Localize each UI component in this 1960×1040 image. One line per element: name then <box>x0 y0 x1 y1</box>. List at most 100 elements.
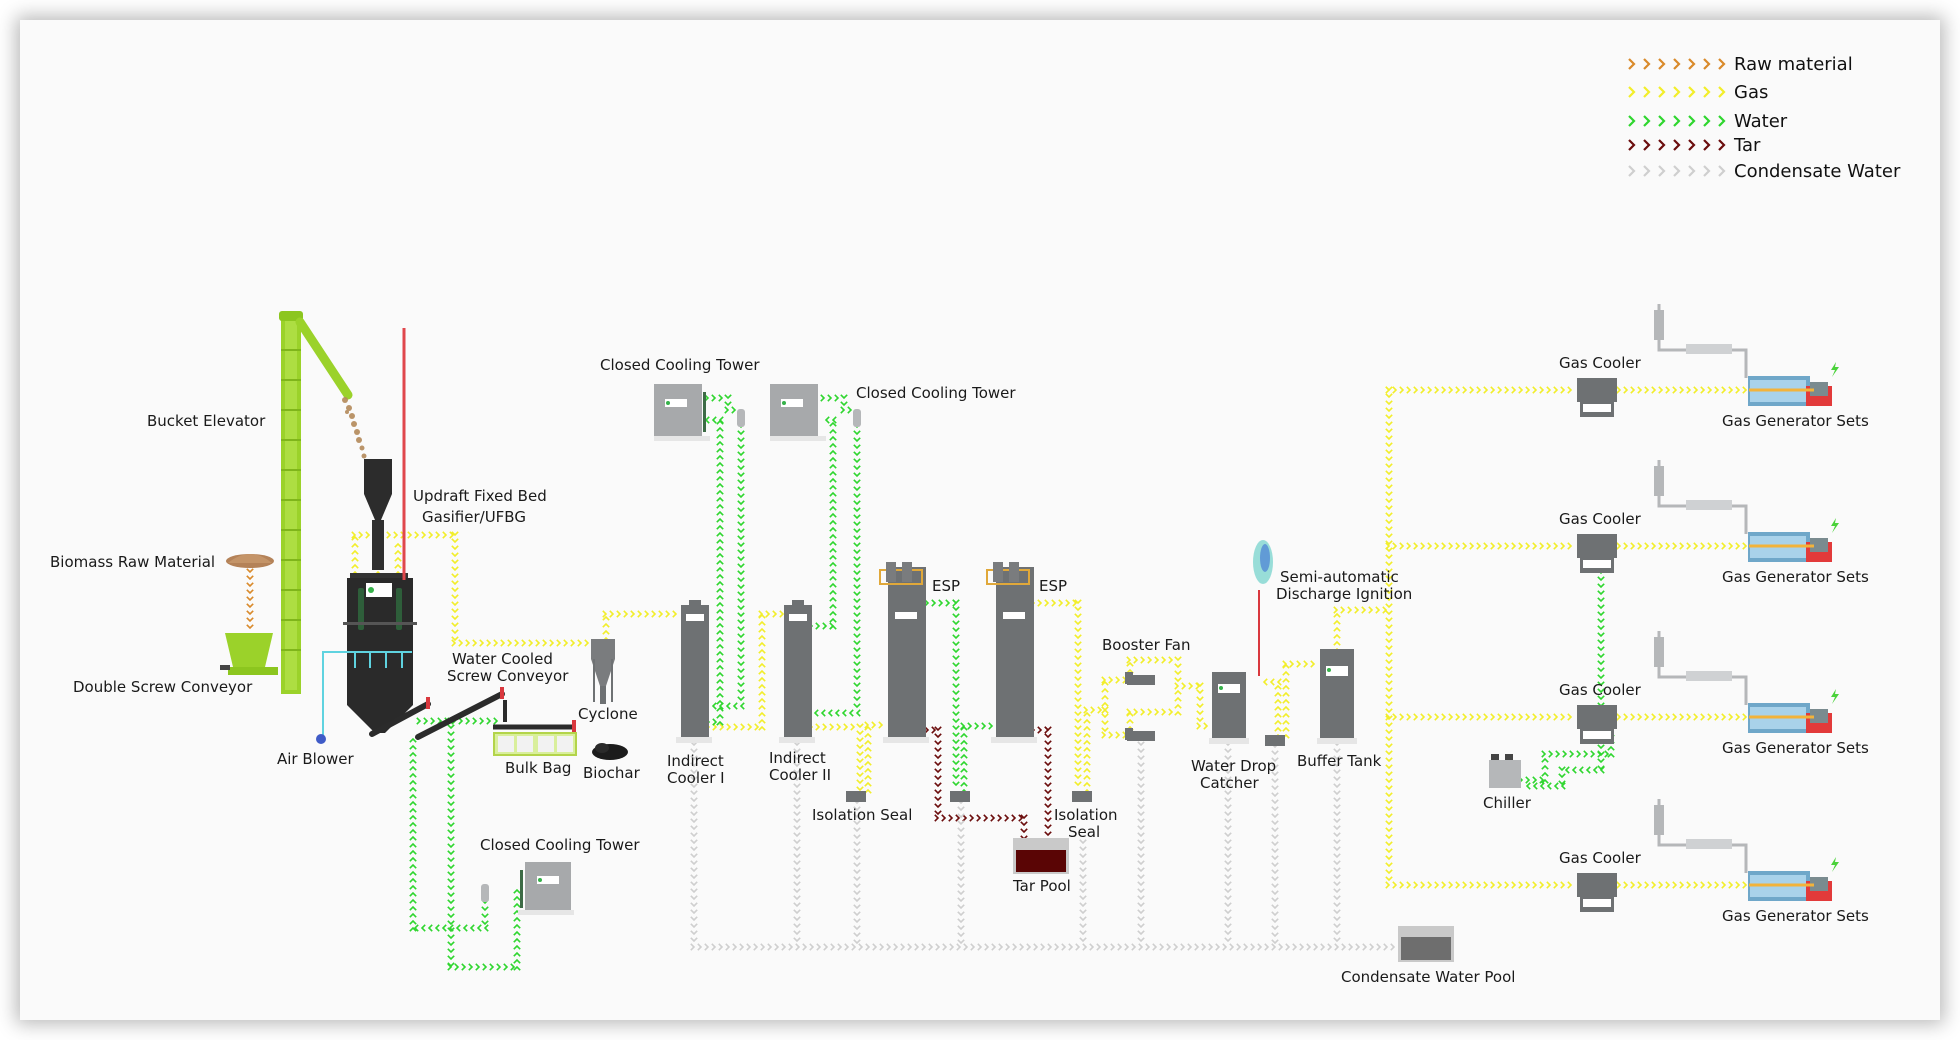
legend-arrows-gas <box>1628 86 1726 98</box>
isolation-seal-2[interactable] <box>1072 791 1092 802</box>
cyclone[interactable] <box>591 639 615 704</box>
legend-arrows-raw-material <box>1628 58 1726 70</box>
gas-cooler-1[interactable] <box>1577 378 1617 417</box>
generator-row-4: Gas Cooler Gas Generator Sets <box>1559 799 1869 925</box>
flow-tar-esp2 <box>1030 726 1052 844</box>
pump-2 <box>853 409 861 427</box>
flow-water-esp2 <box>960 722 994 794</box>
double-screw-conveyor[interactable] <box>220 633 278 675</box>
flow-gas-buffer-out <box>1333 606 1388 653</box>
flow-gas-to-cooler2 <box>705 610 785 731</box>
pyrogreen-logo-icon <box>368 587 374 593</box>
flow-gas-to-cooler-1 <box>1385 386 1573 394</box>
closed-cooling-tower-3[interactable] <box>518 862 574 915</box>
esp-1[interactable] <box>879 562 929 743</box>
exhaust-pipe-3 <box>1654 631 1748 705</box>
power-bolt-icon <box>1831 518 1839 533</box>
closed-cooling-tower-1[interactable] <box>654 384 710 441</box>
flow-water-esp1 <box>924 599 960 787</box>
isolation-seal-1[interactable] <box>846 791 866 802</box>
flow-gas-header <box>1385 386 1393 882</box>
closed-cooling-tower-2[interactable] <box>770 384 826 441</box>
gas-generator-set-1[interactable] <box>1748 362 1839 406</box>
flow-gas-to-buffer <box>1282 660 1316 739</box>
updraft-gasifier[interactable] <box>343 459 417 733</box>
flow-water-up-left <box>409 737 417 932</box>
label-esp-2: ESP <box>1039 577 1067 595</box>
exhaust-pipe-4 <box>1654 799 1748 873</box>
label-gasifier-line1: Updraft Fixed Bed <box>413 487 547 505</box>
booster-fan-2[interactable] <box>1125 728 1155 741</box>
flow-gas-to-fan1 <box>1083 676 1128 794</box>
label-water-cooled-line2: Screw Conveyor <box>447 667 569 685</box>
pump-3 <box>481 884 489 902</box>
label-water-drop-catcher-line2: Catcher <box>1200 774 1260 792</box>
exhaust-pipe-2 <box>1654 460 1748 534</box>
legend-label-condensate-water: Condensate Water <box>1734 161 1901 182</box>
flow-gas-fan2-out <box>1126 689 1182 731</box>
exhaust-pipe-1 <box>1654 304 1748 378</box>
biomass-pile <box>226 554 274 568</box>
generator-row-2: Gas Cooler Gas Generator Sets <box>1559 460 1869 586</box>
gas-generator-set-3[interactable] <box>1748 689 1839 733</box>
power-bolt-icon <box>1831 689 1839 704</box>
flow-gas-catcher-to-ignition <box>1262 678 1282 739</box>
label-chiller: Chiller <box>1483 794 1532 812</box>
pump-1 <box>737 409 745 427</box>
flow-condensate-drop-5 <box>1079 839 1087 943</box>
bucket-elevator[interactable] <box>279 311 367 694</box>
flow-condensate-drop-3 <box>853 799 861 945</box>
flow-water-chiller-in <box>1518 731 1615 784</box>
indirect-cooler-2[interactable] <box>779 600 815 743</box>
water-cooled-screw-conveyor[interactable] <box>369 687 576 740</box>
chiller[interactable] <box>1489 754 1521 788</box>
gas-generator-set-2[interactable] <box>1748 518 1839 562</box>
flow-water-cct1-out <box>704 394 737 414</box>
label-water-cooled-line1: Water Cooled <box>452 650 553 668</box>
flow-water-cct2-out <box>820 394 853 414</box>
tar-pool[interactable] <box>1013 838 1069 874</box>
label-gas-cooler-1: Gas Cooler <box>1559 354 1642 372</box>
indirect-cooler-1[interactable] <box>676 600 712 743</box>
power-bolt-icon <box>1831 857 1839 872</box>
water-drop-catcher[interactable] <box>1209 672 1249 744</box>
flow-condensate-drop-6 <box>1137 741 1145 943</box>
booster-fan-1[interactable] <box>1125 672 1155 685</box>
flow-water-cct2-down <box>813 423 861 717</box>
label-gas-generator-sets-1: Gas Generator Sets <box>1722 412 1869 430</box>
label-water-drop-catcher-line1: Water Drop <box>1191 757 1276 775</box>
label-ignition-line1: Semi-automatic <box>1280 568 1399 586</box>
air-blower[interactable] <box>316 734 326 744</box>
flow-gas-to-genset-1 <box>1616 386 1748 394</box>
generator-row-1: Gas Cooler Gas Generator Sets <box>1559 304 1869 430</box>
esp-2[interactable] <box>986 562 1037 743</box>
gas-cooler-4[interactable] <box>1577 873 1617 912</box>
flow-raw-material <box>246 568 254 630</box>
flow-condensate-drop-7 <box>1224 741 1232 943</box>
bulk-bags[interactable] <box>493 732 577 756</box>
label-closed-cooling-tower-1: Closed Cooling Tower <box>600 356 760 374</box>
label-booster-fan: Booster Fan <box>1102 636 1190 654</box>
flow-gas-to-genset-4 <box>1616 881 1748 889</box>
label-isolation-seal-2-line1: Isolation <box>1054 806 1118 824</box>
label-cyclone: Cyclone <box>578 705 638 723</box>
generator-rows: Gas Cooler Gas Generator Sets Gas <box>1559 304 1869 925</box>
gas-cooler-3[interactable] <box>1577 705 1617 744</box>
label-gas-generator-sets-4: Gas Generator Sets <box>1722 907 1869 925</box>
generator-row-3: Gas Cooler Gas Generator Sets <box>1559 631 1869 757</box>
label-isolation-seal-1: Isolation Seal <box>812 806 912 824</box>
legend-arrows-water <box>1628 115 1726 127</box>
label-gas-generator-sets-2: Gas Generator Sets <box>1722 568 1869 586</box>
condensate-water-pool[interactable] <box>1398 926 1454 962</box>
flow-gas-to-cyclone <box>451 531 590 647</box>
buffer-tank[interactable] <box>1317 649 1357 744</box>
flow-gas-to-genset-2 <box>1616 542 1748 550</box>
flow-condensate-drop-2 <box>793 741 801 943</box>
label-ignition-line2: Discharge Ignition <box>1276 585 1412 603</box>
gas-cooler-2[interactable] <box>1577 534 1617 573</box>
label-gasifier-line2: Gasifier/UFBG <box>422 508 526 526</box>
gas-generator-set-4[interactable] <box>1748 857 1839 901</box>
flow-gas-gasifier-left <box>351 531 455 576</box>
isolation-seal-esp[interactable] <box>950 791 970 802</box>
legend-label-raw-material: Raw material <box>1734 54 1853 75</box>
